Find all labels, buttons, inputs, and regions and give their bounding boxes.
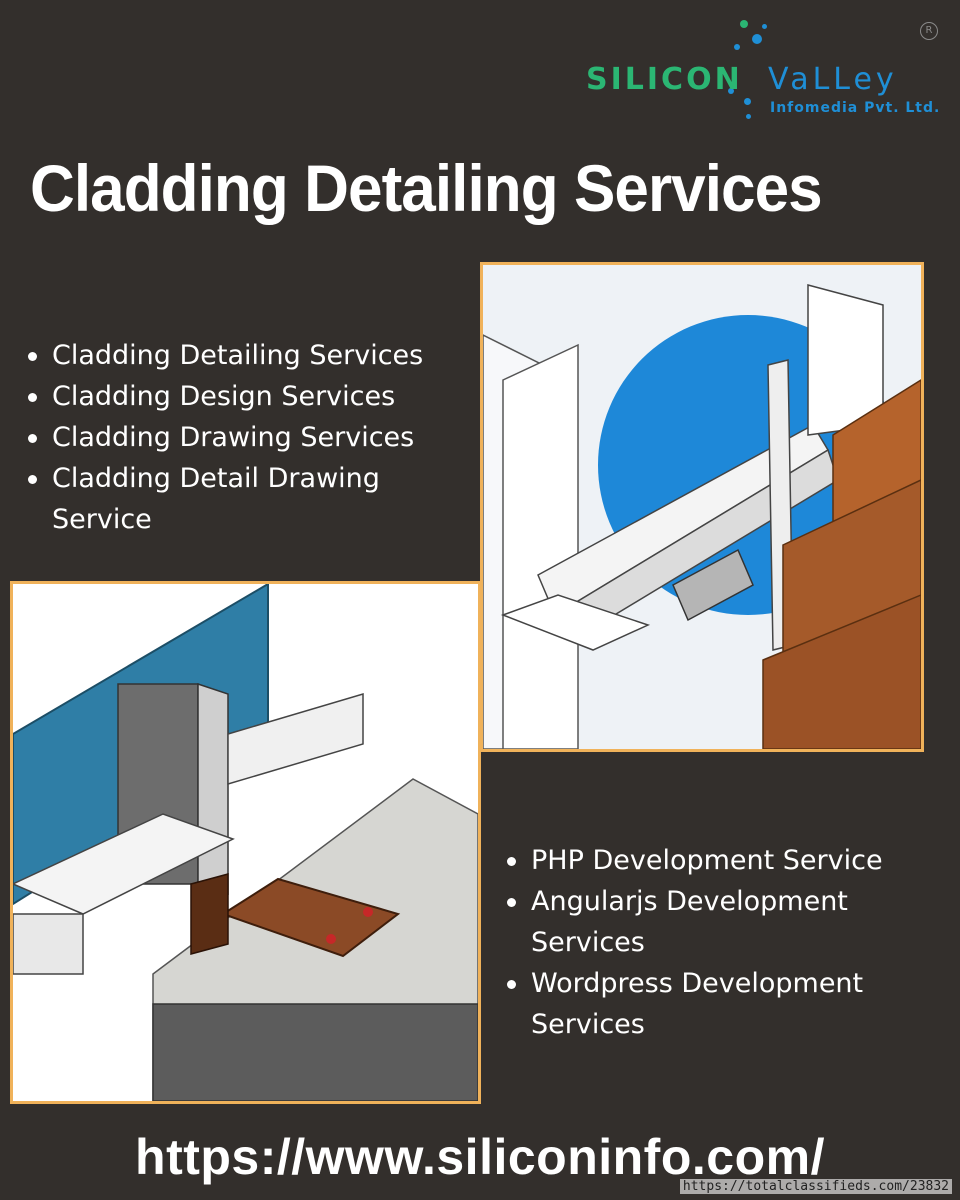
logo-tagline: Infomedia Pvt. Ltd. (770, 100, 941, 116)
list-item: Cladding Detail Drawing Service (24, 458, 474, 540)
list-item: Angularjs Development Services (503, 881, 943, 963)
cladding-window-illustration (10, 581, 481, 1104)
rail-drawing (483, 265, 921, 749)
logo-dots (726, 18, 786, 119)
list-item: Cladding Drawing Services (24, 417, 474, 458)
cladding-rail-illustration (480, 262, 924, 752)
logo-text-valley: VaLLey (768, 62, 898, 97)
list-item: PHP Development Service (503, 840, 943, 881)
list-item: Cladding Detailing Services (24, 335, 474, 376)
list-item: Cladding Design Services (24, 376, 474, 417)
logo-text-silicon: SILICON (586, 62, 743, 97)
list-item: Wordpress Development Services (503, 963, 943, 1045)
brand-logo: R SILICON VaLLey Infomedia Pvt. Ltd. (580, 18, 950, 128)
watermark-text: https://totalclassifieds.com/23832 (679, 1179, 952, 1194)
website-url[interactable]: https://www.siliconinfo.com/ (135, 1129, 825, 1185)
page-title: Cladding Detailing Services (30, 151, 823, 225)
cladding-services-list: Cladding Detailing Services Cladding Des… (24, 335, 474, 540)
window-drawing (13, 584, 478, 1101)
development-services-list: PHP Development Service Angularjs Develo… (503, 840, 943, 1045)
registered-mark: R (920, 22, 938, 40)
